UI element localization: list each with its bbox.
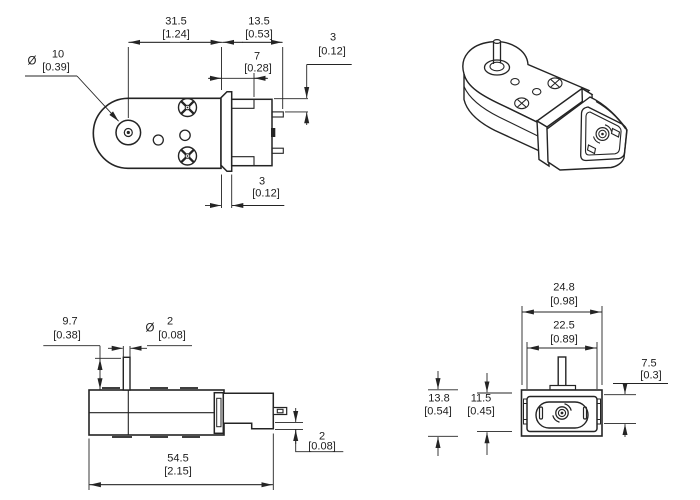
dim-side-terminal-mm: 2 [318, 430, 326, 442]
dim-top-motor-length-in: [0.53] [245, 28, 273, 41]
dim-side-shaft-length-mm: 9.7 [62, 315, 78, 328]
screw-icon [514, 97, 530, 110]
dim-front-width-in: [0.98] [550, 295, 578, 308]
dim-front-shaft-offset-mm: 7.5 [641, 357, 657, 369]
dim-front-can-width-in: [0.89] [550, 333, 578, 346]
front-view [520, 356, 603, 437]
screw-icon [177, 146, 198, 166]
dim-front-height-mm: 13.8 [428, 392, 450, 405]
screw-icon [547, 77, 563, 90]
dim-front-shaft-offset-in: [0.3] [640, 369, 662, 381]
diameter-symbol: Ø [145, 322, 155, 335]
dim-top-flange-step-mm: 7 [253, 50, 261, 62]
top-view [92, 90, 284, 173]
isometric-view [462, 38, 628, 171]
dim-top-body-length-mm: 31.5 [165, 15, 187, 27]
dim-front-can-height-in: [0.45] [467, 405, 495, 417]
dim-side-shaft-length-in: [0.38] [53, 329, 81, 341]
dim-top-boss-dia-mm: 10 [51, 48, 65, 61]
dim-top-terminal-in: [0.12] [318, 45, 346, 58]
dim-top-flange-step-in: [0.28] [244, 62, 272, 74]
dim-side-shaft-dia-in: [0.08] [158, 329, 186, 341]
top-view-dimensions [25, 39, 352, 209]
dim-top-flange-width-in: [0.12] [252, 187, 280, 200]
dim-front-width-mm: 24.8 [553, 281, 575, 294]
dim-top-terminal-mm: 3 [329, 31, 337, 44]
front-view-dimensions [428, 306, 668, 456]
side-view-dimensions [43, 345, 344, 490]
dim-front-can-width-mm: 22.5 [553, 319, 575, 332]
dim-top-motor-length-mm: 13.5 [248, 15, 270, 27]
dim-top-flange-width-mm: 3 [258, 175, 266, 187]
dim-front-height-in: [0.54] [424, 405, 452, 417]
dim-side-total-length-in: [2.15] [164, 465, 192, 478]
dim-side-shaft-dia-mm: 2 [166, 315, 174, 328]
side-view [88, 356, 288, 438]
dim-side-terminal-in: [0.08] [308, 440, 336, 452]
diameter-symbol: Ø [27, 54, 37, 67]
dim-side-total-length-mm: 54.5 [167, 452, 189, 465]
dim-front-can-height-mm: 11.5 [470, 392, 492, 405]
screw-icon [177, 97, 198, 118]
dim-top-boss-dia-in: [0.39] [42, 61, 70, 73]
dim-top-body-length-in: [1.24] [162, 28, 190, 41]
